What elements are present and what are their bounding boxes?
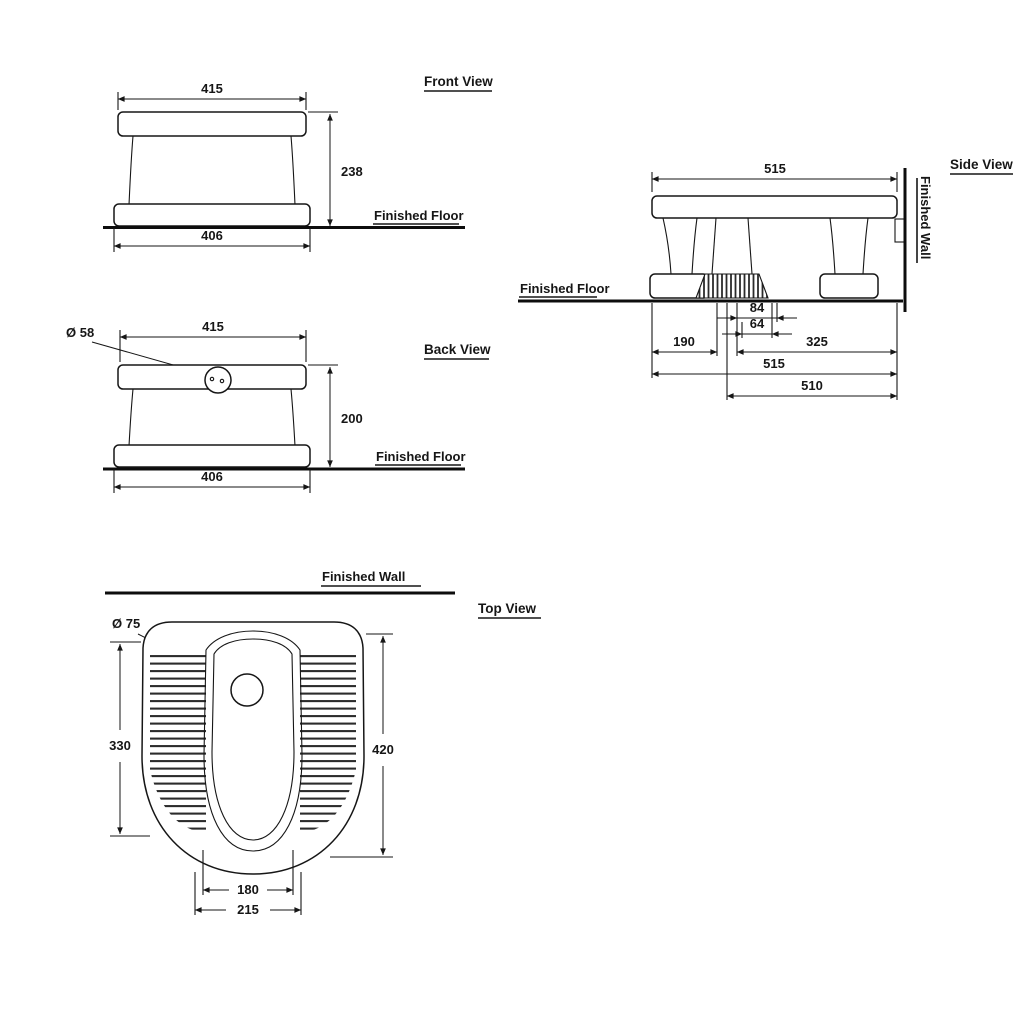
svg-text:215: 215 (237, 902, 259, 917)
side-view-title: Side View (950, 157, 1013, 172)
top-dim-inner-width: 180 (202, 850, 294, 897)
front-dim-bottom-width: 406 (113, 228, 311, 252)
side-wall-label: Finished Wall (918, 176, 933, 259)
top-footrest-ribs-right (300, 650, 356, 833)
back-view: Back View Ø 58 Finished Floor 415 (66, 319, 491, 493)
top-drain-circle (230, 673, 264, 707)
svg-text:406: 406 (201, 228, 223, 243)
svg-text:190: 190 (673, 334, 695, 349)
top-drain-diameter-label: Ø 75 (112, 616, 140, 631)
back-pan-outline (113, 364, 311, 468)
back-floor-label: Finished Floor (376, 449, 466, 464)
front-pan-outline (113, 111, 311, 227)
side-dim-front-to-trap: 190 (651, 334, 718, 355)
svg-text:84: 84 (750, 300, 765, 315)
side-floor-label: Finished Floor (520, 281, 610, 296)
top-dim-left-depth: 330 (109, 641, 150, 837)
front-dim-height: 238 (308, 111, 363, 227)
top-view: Finished Wall Top View Ø 75 330 (105, 569, 541, 917)
back-view-title: Back View (424, 342, 491, 357)
svg-text:515: 515 (763, 356, 785, 371)
back-dim-top-width: 415 (119, 319, 307, 362)
front-view-title: Front View (424, 74, 493, 89)
svg-text:420: 420 (372, 742, 394, 757)
svg-text:415: 415 (202, 319, 224, 334)
back-outlet-diameter-label: Ø 58 (66, 325, 94, 340)
side-pan-profile (649, 195, 906, 299)
side-dim-trap-to-back: 325 (736, 334, 898, 355)
side-dim-total-depth: 515 (651, 356, 898, 377)
top-footrest-ribs-left (150, 650, 206, 833)
svg-text:64: 64 (750, 316, 765, 331)
svg-text:415: 415 (201, 81, 223, 96)
side-dim-trap-inner: 64 (722, 316, 792, 337)
back-dim-height: 200 (308, 364, 363, 468)
back-outlet-circle (204, 366, 232, 394)
svg-text:330: 330 (109, 738, 131, 753)
top-view-title: Top View (478, 601, 537, 616)
svg-text:200: 200 (341, 411, 363, 426)
top-wall-label: Finished Wall (322, 569, 405, 584)
front-floor-label: Finished Floor (374, 208, 464, 223)
svg-text:180: 180 (237, 882, 259, 897)
svg-text:510: 510 (801, 378, 823, 393)
side-dim-trap-outer: 84 (717, 300, 797, 321)
front-view: Front View Finished Floor 415 238 (103, 74, 493, 252)
side-trap-hatched (695, 273, 769, 299)
front-dim-top-width: 415 (117, 81, 307, 110)
svg-text:238: 238 (341, 164, 363, 179)
top-bowl-outer (203, 630, 303, 852)
top-pan-outline (141, 621, 365, 875)
svg-text:515: 515 (764, 161, 786, 176)
svg-text:406: 406 (201, 469, 223, 484)
back-dim-bottom-width: 406 (113, 469, 311, 493)
top-dim-overall-depth: 420 (330, 633, 394, 858)
top-dim-outer-width: 215 (194, 872, 302, 917)
top-bowl-inner (211, 638, 295, 841)
side-dim-trap-to-wall: 510 (726, 378, 898, 399)
svg-text:325: 325 (806, 334, 828, 349)
side-dim-top-width: 515 (651, 161, 898, 192)
side-view: Side View 515 Finished Wall (518, 157, 1013, 400)
